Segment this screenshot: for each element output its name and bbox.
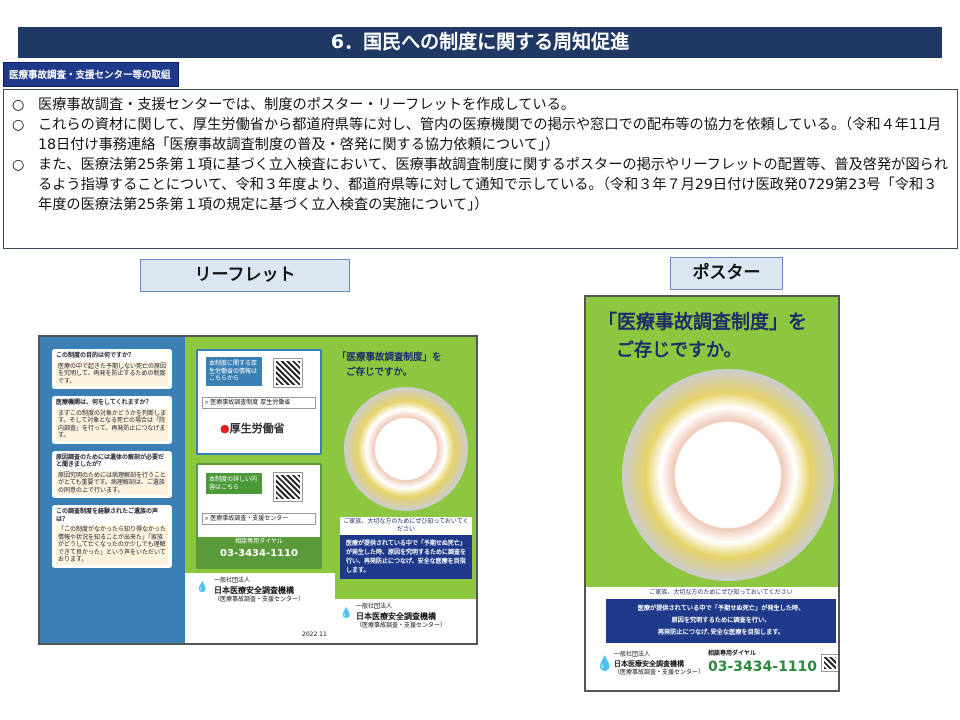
poster-message: 医療が提供されている中で「予期せぬ死亡」が発生した時、原因を究明するために調査を…	[606, 599, 836, 643]
faq-answer: 医療の中で起きた予期しない死亡の原因を究明して、再発を防止するための制度です。	[56, 361, 168, 386]
bullet-text: これらの資材に関して、厚生労働省から都道府県等に対し、管内の医療機関での掲示や窓…	[38, 117, 942, 153]
mhlw-box: 本制度に関する厚生労働省の情報はこちらから ⌕ 医療事故調査制度 厚生労働省 ●…	[196, 349, 322, 455]
faq-answer: まずこの制度の対象かどうかを判断します。そして対象となる死亡の場合は「院内調査」…	[56, 408, 168, 441]
search-text: 医療事故調査制度 厚生労働省	[210, 399, 291, 406]
search-text: 医療事故調査・支援センター	[210, 515, 289, 522]
faq-card: 医療機関は、何をしてくれますか？ まずこの制度の対象かどうかを判断します。そして対…	[52, 396, 172, 444]
bullet-item: ○ これらの資材に関して、厚生労働省から都道府県等に対し、管内の医療機関での掲示や…	[12, 115, 949, 155]
poster-headline: 「医療事故調査制度」を	[598, 311, 808, 333]
qr-code	[273, 358, 303, 388]
page-title: 6．国民への制度に関する周知促進	[18, 27, 942, 58]
section-subheading: 医療事故調査・支援センター等の取組	[3, 62, 179, 87]
bullet-item: ○ 医療事故調査・支援センターでは、制度のポスター・リーフレットを作成している。	[12, 95, 949, 115]
leaflet-message: 医療が提供されている中で「予期せぬ死亡」が発生した時、原因を究明するために調査を…	[340, 535, 472, 579]
org-block: 一般社団法人日本医療安全調査機構（医療事故調査・支援センター）	[356, 603, 447, 629]
drop-logo-icon: 💧	[196, 582, 209, 593]
faq-card: この調査制度を経験されたご遺族の声は？ 「この制度がなかったら知り得なかった情報や…	[52, 505, 172, 568]
leaflet-message-block: ご家族、大切な方のためにぜひ知っておいてください 医療が提供されている中で「予期…	[340, 517, 472, 579]
mhlw-search-box: ⌕ 医療事故調査制度 厚生労働省	[202, 397, 316, 409]
mhlw-arrow: 本制度に関する厚生労働省の情報はこちらから	[206, 357, 262, 386]
faq-card: 原因調査のためには遺体の解剖が必要だと聞きましたが？原因究明のためには病理解剖を…	[52, 450, 172, 498]
family-note: ご家族、大切な方のためにぜひ知っておいてください	[340, 517, 472, 535]
faq-card: この制度の目的は何ですか？ 医療の中で起きた予期しない死亡の原因を究明して、再発を…	[52, 349, 172, 389]
bullet-box: ○医療事故調査・支援センターでは、制度のポスター・リーフレットを作成している。 …	[3, 89, 958, 249]
search-icon: ⌕	[205, 399, 209, 406]
bullet-text: 医療事故調査・支援センターでは、制度のポスター・リーフレットを作成している。	[38, 97, 575, 113]
leaflet-label: リーフレット	[140, 259, 350, 292]
detail-arrow: 本制度の詳しい内容はこちら	[206, 473, 262, 494]
faq-question: 原因調査のためには遺体の解剖が必要だと聞きましたが？	[56, 453, 165, 469]
bullet-marker: ○	[12, 117, 25, 133]
people-circle-illustration	[344, 387, 468, 511]
people-circle-illustration	[622, 369, 834, 581]
qr-code	[273, 472, 303, 502]
org-block: 一般社団法人日本医療安全調査機構（医療事故調査・支援センター）	[214, 577, 305, 603]
faq-answer: 原因究明のためには病理解剖を行うことがとても重要です。病理解剖は、ご遺族の同意の…	[56, 470, 168, 495]
leaflet-headline: 「医療事故調査制度」を	[337, 352, 442, 363]
org-block: 一般社団法人日本医療安全調査機構（医療事故調査・支援センター）	[614, 651, 705, 676]
mhlw-logo: ●厚生労働省	[220, 422, 285, 435]
leaflet-headline: ご存じですか。	[346, 367, 413, 378]
drop-logo-icon: 💧	[596, 656, 614, 672]
poster-label: ポスター	[670, 257, 783, 290]
faq-question: 医療機関は、何をしてくれますか？	[56, 399, 152, 406]
bullet-marker: ○	[12, 97, 25, 113]
search-icon: ⌕	[205, 515, 209, 522]
detail-search-box: ⌕ 医療事故調査・支援センター	[202, 513, 316, 525]
bullet-item: ○ また、医療法第25条第１項に基づく立入検査において、医療事故調査制度に関するポ…	[12, 155, 949, 215]
faq-list: この制度の目的は何ですか？ 医療の中で起きた予期しない死亡の原因を究明して、再発を…	[52, 349, 172, 568]
family-note: ご家族、大切な方のためにぜひ知っておいてください	[649, 589, 793, 596]
bullet-text: また、医療法第25条第１項に基づく立入検査において、医療事故調査制度に関するポス…	[38, 157, 948, 213]
drop-logo-icon: 💧	[340, 608, 353, 619]
faq-question: この制度の目的は何ですか？	[56, 352, 135, 359]
poster-headline: ご存じですか。	[616, 340, 742, 361]
faq-answer: 「この制度がなかったら知り得なかった情報や状況を知ることが出来た」「家族がどうし…	[56, 525, 168, 565]
qr-code	[821, 654, 838, 672]
bullet-marker: ○	[12, 157, 25, 173]
faq-question: この調査制度を経験されたご遺族の声は？	[56, 508, 159, 523]
date: 2022.11	[302, 631, 327, 638]
poster-image: 「医療事故調査制度」を ご存じですか。 ご家族、大切な方のためにぜひ知っておいて…	[584, 295, 840, 692]
leaflet-faq-panel: この制度の目的は何ですか？ 医療の中で起きた予期しない死亡の原因を究明して、再発を…	[40, 337, 185, 643]
leaflet-image: この制度の目的は何ですか？ 医療の中で起きた予期しない死亡の原因を究明して、再発を…	[38, 335, 478, 645]
